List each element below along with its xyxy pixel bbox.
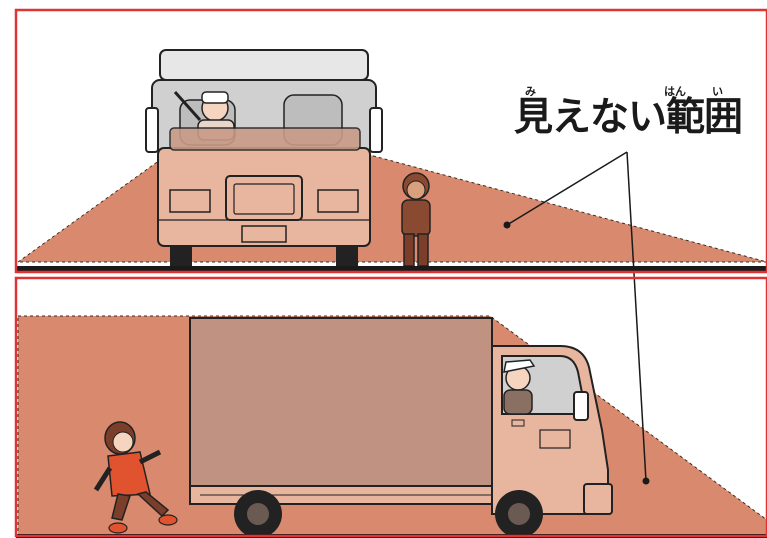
panel-frames (14, 8, 767, 538)
truck-side-view (189, 317, 613, 538)
pointer-lines (506, 151, 647, 482)
furigana-i: い (712, 85, 723, 98)
truck-front-view (145, 49, 383, 268)
wheel-front-left (170, 246, 192, 268)
headlight-left (169, 189, 211, 213)
side-mirror (573, 391, 589, 421)
mirror-right (369, 107, 383, 153)
driver-side (503, 359, 536, 415)
truck-roof (159, 49, 369, 81)
license-plate (241, 225, 287, 243)
furigana-han: はん (664, 85, 686, 98)
wheel-front-right (336, 246, 358, 268)
truck-dashboard (169, 127, 361, 151)
mirror-left (145, 107, 159, 153)
wheel-front (495, 490, 543, 538)
headlight-right (317, 189, 359, 213)
top-panel (16, 10, 767, 272)
cargo-box (189, 317, 493, 487)
cab-step (583, 483, 613, 515)
wheel-rear (234, 490, 282, 538)
furigana-mi: み (525, 85, 536, 98)
bottom-panel (16, 278, 767, 538)
blind-spot-label: 見えない範囲 (514, 95, 743, 140)
child-standing (401, 172, 431, 267)
girl-running (93, 421, 178, 534)
top-ground (16, 266, 767, 272)
